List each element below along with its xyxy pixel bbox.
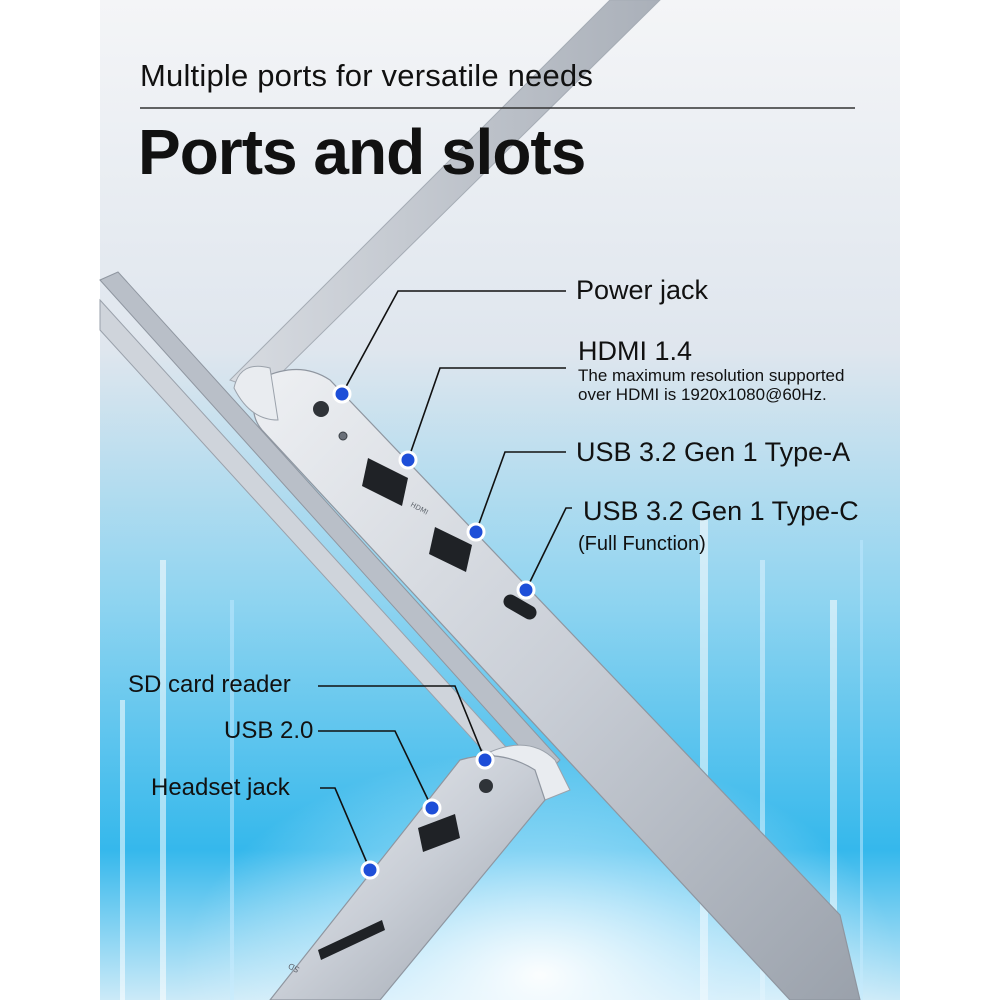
headset-label: Headset jack <box>151 774 290 801</box>
page-title: Ports and slots <box>138 116 586 188</box>
usb-a-label: USB 3.2 Gen 1 Type-A <box>576 437 851 467</box>
usb-a-marker <box>466 522 486 542</box>
usb2-label: USB 2.0 <box>224 717 314 744</box>
power-jack-marker <box>332 384 352 404</box>
usb2-marker <box>422 798 442 818</box>
usb-c-note: (Full Function) <box>578 533 706 555</box>
headset-marker <box>360 860 380 880</box>
hdmi-note-line1: The maximum resolution supported <box>578 366 845 385</box>
hdmi-label: HDMI 1.4 <box>578 336 693 366</box>
sd-card-marker <box>475 750 495 770</box>
usb-c-label: USB 3.2 Gen 1 Type-C <box>583 496 859 526</box>
usb-c-marker <box>516 580 536 600</box>
sd-card-label: SD card reader <box>128 671 291 698</box>
hdmi-note-line2: over HDMI is 1920x1080@60Hz. <box>578 385 827 404</box>
hdmi-marker <box>398 450 418 470</box>
page-subtitle: Multiple ports for versatile needs <box>140 58 594 93</box>
power-jack-label: Power jack <box>576 275 709 305</box>
